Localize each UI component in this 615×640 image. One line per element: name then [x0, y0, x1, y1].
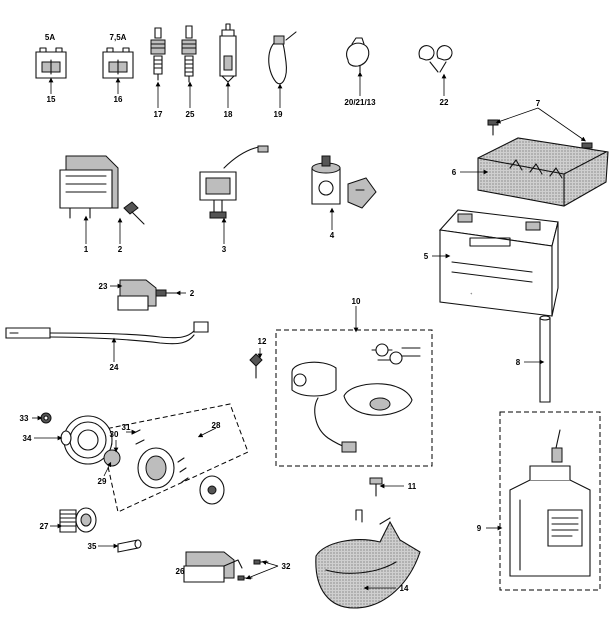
- part-number-label: 29: [98, 477, 107, 486]
- bolt[interactable]: [155, 289, 177, 297]
- fuse-5a[interactable]: 5A: [35, 33, 67, 79]
- part-number-label: 11: [408, 482, 417, 491]
- screw[interactable]: [253, 559, 269, 565]
- oil-bottle[interactable]: [509, 429, 591, 577]
- part-number-label: 35: [88, 542, 97, 551]
- part-number-label: 15: [47, 95, 56, 104]
- circlip[interactable]: [40, 412, 52, 424]
- part-number-label: 28: [212, 421, 221, 430]
- spark-plug[interactable]: [150, 27, 166, 81]
- part-number-label: 33: [20, 414, 29, 423]
- part-number-label: 17: [154, 110, 163, 119]
- oil-group-outline: [499, 411, 601, 591]
- starter-gear[interactable]: [59, 507, 97, 533]
- spark-plug-alt[interactable]: [181, 25, 197, 83]
- svg-text:+: +: [470, 291, 473, 296]
- ignition-coil[interactable]: [199, 145, 269, 219]
- battery-tray[interactable]: [315, 509, 421, 609]
- starter-clutch[interactable]: [63, 415, 225, 505]
- grease-tube[interactable]: [219, 23, 237, 83]
- part-number-label: 14: [400, 584, 409, 593]
- part-number-label: 12: [258, 337, 267, 346]
- breather-hose[interactable]: [539, 315, 551, 403]
- voltage-regulator[interactable]: [59, 155, 119, 219]
- starter-group-outline: [99, 403, 249, 513]
- hose-clip[interactable]: [346, 37, 370, 73]
- part-number-label: 31: [122, 423, 131, 432]
- part-number-label: 22: [440, 98, 449, 107]
- part-number-label: 2: [190, 289, 195, 298]
- part-number-label: 24: [110, 363, 119, 372]
- part-number-label: 26: [176, 567, 185, 576]
- part-number-label: 34: [23, 434, 32, 443]
- leader-lines: [32, 71, 586, 591]
- part-labels: 15 16 17 25 18 19 20/21/13 22 7 6 5 8 1 …: [20, 95, 541, 593]
- part-number-label: 1: [84, 245, 89, 254]
- battery[interactable]: +: [438, 209, 559, 317]
- bolt[interactable]: [249, 353, 263, 379]
- fuse-rating-label: 7,5A: [110, 33, 127, 42]
- fuse-7-5a[interactable]: 7,5A: [102, 33, 134, 79]
- washer[interactable]: [60, 430, 72, 446]
- part-number-label: 16: [114, 95, 123, 104]
- sensor-cable[interactable]: [5, 321, 209, 345]
- starter-motor[interactable]: [183, 551, 243, 583]
- part-number-label: 3: [222, 245, 227, 254]
- double-hose-clip[interactable]: [418, 45, 453, 73]
- part-number-label: 19: [274, 110, 283, 119]
- part-number-label: 27: [40, 522, 49, 531]
- part-number-label: 20/21/13: [344, 98, 376, 107]
- battery-cover[interactable]: [477, 137, 609, 207]
- part-number-label: 30: [110, 430, 119, 439]
- battery-screw[interactable]: [487, 119, 499, 136]
- part-number-label: 7: [536, 99, 541, 108]
- part-number-label: 32: [282, 562, 291, 571]
- lock-set-group-outline: [275, 329, 433, 467]
- part-number-label: 4: [330, 231, 335, 240]
- shaft-pin[interactable]: [117, 539, 142, 553]
- screw[interactable]: [237, 575, 253, 581]
- bolt[interactable]: [123, 201, 145, 225]
- screw[interactable]: [369, 477, 383, 497]
- part-number-label: 23: [99, 282, 108, 291]
- fuse-rating-label: 5A: [45, 33, 55, 42]
- part-number-label: 6: [452, 168, 457, 177]
- part-number-label: 2: [118, 245, 123, 254]
- part-number-label: 5: [424, 252, 429, 261]
- ignition-switch[interactable]: [311, 155, 377, 209]
- part-number-label: 18: [224, 110, 233, 119]
- part-number-label: 25: [186, 110, 195, 119]
- cable-tie[interactable]: [268, 31, 297, 85]
- part-number-label: 8: [516, 358, 521, 367]
- part-number-label: 9: [477, 524, 482, 533]
- part-number-label: 10: [352, 297, 361, 306]
- cdi-unit[interactable]: [117, 279, 157, 311]
- lock-set[interactable]: [291, 343, 421, 453]
